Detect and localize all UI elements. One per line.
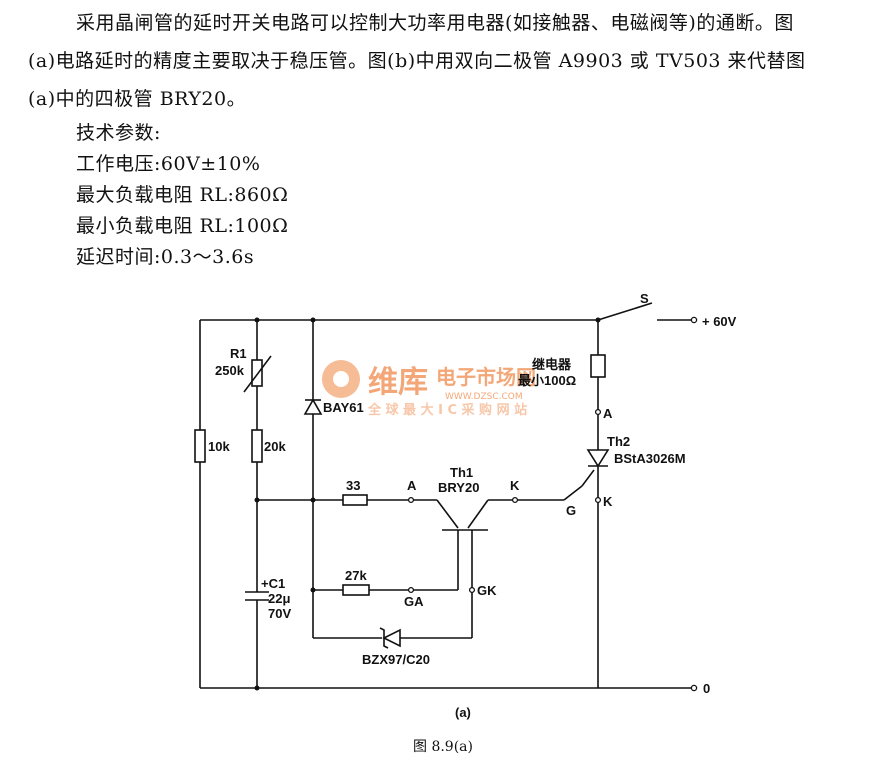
terminal-gk [468, 586, 476, 594]
resistor-27k-label: 27k [345, 568, 367, 583]
c1-voltage: 70V [268, 606, 291, 621]
param-min-load: 最小负载电阻 RL:100Ω [76, 215, 289, 237]
watermark: 维库 电子市场网 WWW.DZSC.COM 全 球 最 大 I C 采 购 网 … [322, 360, 536, 418]
terminal-k1 [511, 496, 519, 504]
c1-label: +C1 [261, 576, 285, 591]
supply-label: + 60V [702, 314, 737, 329]
switch-label: S [640, 291, 649, 306]
resistor-10k [194, 429, 206, 463]
node-k2-label: K [603, 494, 613, 509]
resistor-20k [251, 429, 263, 463]
switch-blade [597, 302, 653, 321]
junction-dot [310, 587, 316, 593]
relay-value: 最小100Ω [518, 373, 576, 388]
param-voltage: 工作电压:60V±10% [76, 153, 261, 175]
terminal-a1 [407, 496, 415, 504]
resistor-33 [342, 494, 368, 506]
junction-dot [310, 497, 316, 503]
th2-gate-link [581, 469, 595, 487]
resistor-33-label: 33 [346, 478, 360, 493]
zener-cathode-bar [379, 627, 389, 649]
watermark-brand: 维库 [368, 365, 428, 400]
params-heading: 技术参数: [76, 122, 161, 144]
node-a1-label: A [407, 478, 417, 493]
paragraph-line-2: (a)电路延时的精度主要取决于稳压管。图(b)中用双向二极管 A9903 或 T… [28, 50, 806, 72]
th1-part-label: BRY20 [438, 480, 479, 495]
r1-label: R1 [230, 346, 247, 361]
watermark-logo-inner [333, 371, 349, 387]
junction-dot [254, 497, 260, 503]
resistor-10k-label: 10k [208, 439, 230, 454]
r1-variable-arrow [243, 355, 272, 393]
terminal-a2 [594, 408, 602, 416]
th1-cathode-lead [467, 499, 489, 529]
junction-dot [254, 685, 260, 691]
node-ga-label: GA [404, 594, 424, 609]
ground-label: 0 [703, 681, 710, 696]
th2-thyristor [586, 449, 610, 468]
terminal-k2 [594, 496, 602, 504]
watermark-url: WWW.DZSC.COM [445, 392, 523, 402]
th2-gate-lead [563, 485, 583, 501]
th2-label: Th2 [607, 434, 630, 449]
node-a2-label: A [603, 406, 613, 421]
node-g-label: G [566, 503, 576, 518]
relay-label: 继电器 [532, 357, 572, 372]
junction-dot [254, 317, 260, 323]
terminal-ga [407, 586, 415, 594]
node-k1-label: K [510, 478, 520, 493]
paragraph-line-3: (a)中的四极管 BRY20。 [28, 88, 247, 110]
th1-label: Th1 [450, 465, 473, 480]
th2-part-label: BStA3026M [614, 451, 686, 466]
bay61-label: BAY61 [323, 400, 364, 415]
junction-dot [310, 317, 316, 323]
param-max-load: 最大负载电阻 RL:860Ω [76, 184, 289, 206]
node-gk-label: GK [477, 583, 497, 598]
zener-diode [382, 628, 401, 648]
terminal-ground [690, 684, 698, 692]
watermark-slogan: 全 球 最 大 I C 采 购 网 站 [367, 402, 527, 418]
watermark-brand-sub: 电子市场网 [436, 365, 536, 389]
th1-anode-lead [436, 499, 459, 529]
param-delay: 延迟时间:0.3～3.6s [76, 246, 255, 268]
resistor-27k [342, 584, 370, 596]
relay-coil [590, 354, 606, 378]
subfigure-label: (a) [455, 705, 471, 720]
c1-value: 22μ [268, 591, 290, 606]
r1-value: 250k [215, 363, 245, 378]
paragraph-line-1: 采用晶闸管的延时开关电路可以控制大功率用电器(如接触器、电磁阀等)的通断。图 [76, 12, 794, 34]
zener-label: BZX97/C20 [362, 652, 430, 667]
bay61-diode [303, 398, 323, 415]
junction-dot [595, 317, 601, 323]
resistor-r1 [251, 359, 263, 387]
resistor-20k-label: 20k [264, 439, 286, 454]
terminal-supply [690, 316, 698, 324]
figure-caption: 图 8.9(a) [413, 739, 473, 755]
